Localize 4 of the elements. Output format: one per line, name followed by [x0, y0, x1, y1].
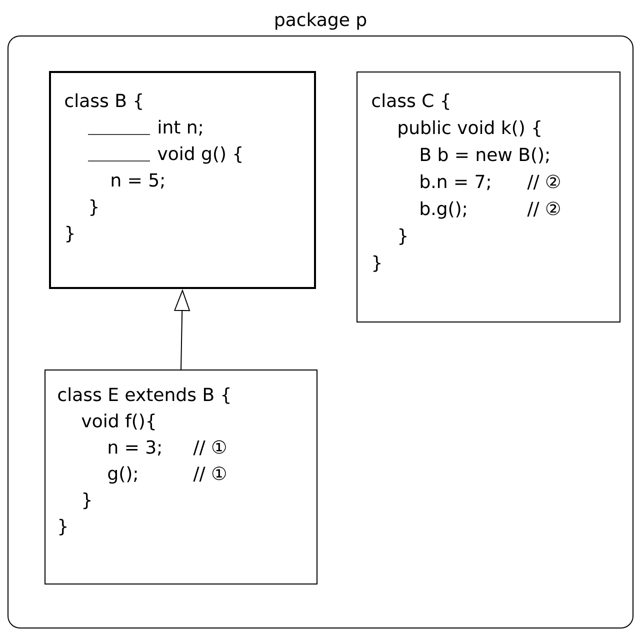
class-box: class C { public void k() { B b = new B(); b.n = 7; // ② b.g(); // ② } }	[356, 72, 620, 322]
class-box: class E extends B { void f(){ n = 3; // ① g(); // ① } }	[44, 370, 318, 584]
class-box: class B { int n; void g() { n = 5; } }	[49, 71, 316, 289]
node-label: package p	[276, 12, 366, 30]
